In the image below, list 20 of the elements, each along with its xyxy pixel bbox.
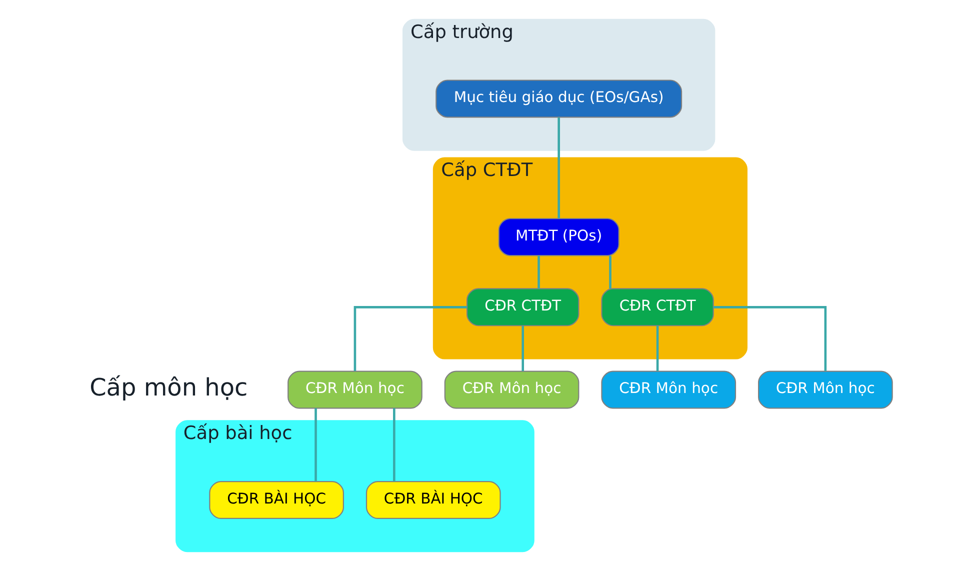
connector <box>537 256 540 289</box>
node-box: CĐR Môn học <box>600 370 736 409</box>
connector <box>656 326 658 372</box>
node-box: CĐR BÀI HỌC <box>208 480 344 519</box>
node-box: CĐR Môn học <box>444 370 579 409</box>
connector <box>712 306 826 371</box>
connector <box>314 408 316 482</box>
node-box: Mục tiêu giáo dục (EOs/GAs) <box>435 80 682 118</box>
node-box: CĐR Môn học <box>758 370 892 409</box>
node-box: CĐR BÀI HỌC <box>365 480 500 519</box>
node-box: MTĐT (POs) <box>498 218 619 256</box>
connector <box>557 117 560 218</box>
node-box: CĐR CTĐT <box>600 288 714 326</box>
connector <box>353 306 466 371</box>
label: Cấp môn học <box>89 374 248 402</box>
node-box: CĐR CTĐT <box>466 288 579 326</box>
connector <box>521 326 524 372</box>
connector <box>392 408 395 482</box>
node-box: CĐR Môn học <box>287 370 422 409</box>
connector <box>608 256 611 289</box>
